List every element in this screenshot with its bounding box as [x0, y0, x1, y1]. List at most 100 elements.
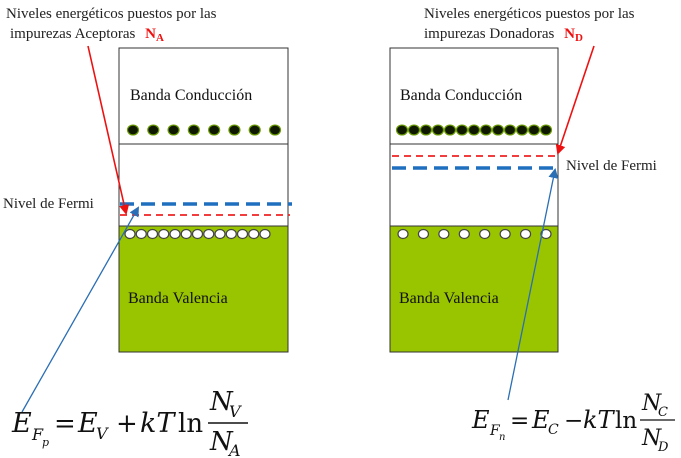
electron	[443, 124, 457, 136]
acceptor-annotation-text: impurezas Aceptoras	[10, 26, 136, 42]
eq-numerator: N	[209, 387, 234, 417]
hole	[499, 228, 511, 240]
electron	[491, 124, 505, 136]
eq-E: E	[531, 406, 550, 434]
hole	[225, 228, 237, 240]
electron	[479, 124, 493, 136]
donor-symbol-sub: D	[575, 32, 583, 44]
electron	[268, 124, 282, 136]
electron	[419, 124, 433, 136]
electron	[515, 124, 529, 136]
eq-lhs-E: E	[471, 406, 490, 434]
donor-annotation-line2: impurezas Donadoras ND	[424, 26, 583, 44]
n-type-panel: Niveles energéticos puestos por las impu…	[389, 6, 675, 455]
valence-holes	[397, 228, 552, 240]
hole	[458, 228, 470, 240]
electron	[126, 124, 140, 136]
electron	[208, 124, 221, 136]
electron	[431, 124, 445, 136]
hole	[191, 228, 204, 240]
eq-lhs-subsub: n	[499, 432, 505, 443]
band-gap-box	[118, 143, 289, 227]
electron	[248, 124, 261, 136]
eq-E: E	[77, 408, 98, 439]
eq-numerator-sub: V	[229, 402, 242, 421]
eq-numerator-sub: C	[658, 405, 668, 420]
eq-numerator: N	[641, 391, 662, 416]
fermi-pointer-arrow	[21, 206, 139, 413]
hole	[169, 228, 181, 240]
acceptor-annotation-line1: Niveles energéticos puestos por las	[6, 6, 217, 22]
electron	[167, 124, 180, 136]
valence-band-label: Banda Valencia	[399, 290, 499, 307]
electron	[539, 124, 553, 136]
electron	[467, 124, 481, 136]
donor-symbol: N	[564, 26, 575, 42]
eq-denominator: N	[209, 427, 234, 457]
acceptor-symbol: N	[145, 26, 156, 42]
hole	[203, 228, 215, 240]
donor-pointer-arrow	[555, 45, 595, 155]
band-gap-box	[389, 143, 559, 227]
fermi-level-label: Nivel de Fermi	[3, 196, 94, 212]
eq-kT: kT	[583, 406, 616, 434]
conduction-electrons	[395, 124, 553, 136]
electron	[455, 124, 469, 136]
eq-E-sub: V	[96, 424, 109, 443]
hole	[519, 228, 532, 240]
fermi-pointer-arrow	[507, 168, 559, 401]
eq-ln: ln	[178, 409, 203, 439]
electron	[147, 124, 160, 136]
conduction-band-label: Banda Conducción	[400, 87, 522, 104]
eq-equals: =	[510, 408, 529, 434]
eq-denominator-sub: D	[657, 440, 669, 455]
hole	[540, 228, 552, 240]
fermi-equation-p: E F p = E V + kT ln N V N A	[11, 387, 248, 458]
eq-denominator-sub: A	[227, 441, 241, 458]
eq-equals: =	[54, 409, 76, 439]
eq-ln: ln	[615, 408, 637, 434]
hole	[124, 228, 136, 240]
electron	[187, 124, 200, 136]
eq-lhs-sub: F	[489, 423, 501, 439]
eq-denominator: N	[641, 426, 662, 451]
hole	[417, 228, 430, 240]
acceptor-pointer-arrow	[87, 45, 130, 215]
fermi-equation-n: E F n = E C − kT ln N C N D	[471, 391, 675, 455]
fermi-level-label: Nivel de Fermi	[566, 158, 657, 174]
eq-lhs-subsub: p	[42, 436, 49, 449]
conduction-band-label: Banda Conducción	[130, 87, 252, 104]
hole	[135, 228, 147, 240]
electron	[527, 124, 541, 136]
hole	[438, 228, 450, 240]
hole	[146, 228, 159, 240]
p-type-panel: Niveles energéticos puestos por las impu…	[3, 6, 292, 458]
hole	[397, 228, 409, 240]
eq-lhs-sub: F	[31, 425, 44, 444]
eq-E-sub: C	[548, 422, 559, 438]
hole	[259, 228, 271, 240]
hole	[248, 228, 260, 240]
electron	[503, 124, 517, 136]
valence-band-box	[389, 225, 559, 353]
hole	[236, 228, 249, 240]
donor-annotation-text: impurezas Donadoras	[424, 26, 555, 42]
hole	[214, 228, 226, 240]
conduction-electrons	[126, 124, 282, 136]
valence-band-box	[118, 225, 289, 353]
donor-annotation-line1: Niveles energéticos puestos por las	[424, 6, 635, 22]
acceptor-symbol-sub: A	[156, 32, 164, 44]
eq-lhs-E: E	[11, 408, 32, 439]
electron	[395, 124, 409, 136]
valence-band-label: Banda Valencia	[128, 290, 228, 307]
valence-holes	[124, 228, 271, 240]
eq-minus: −	[564, 408, 583, 434]
hole	[479, 228, 491, 240]
hole	[180, 228, 192, 240]
electron	[407, 124, 421, 136]
eq-plus: +	[116, 409, 138, 439]
acceptor-annotation-line2: impurezas Aceptoras NA	[10, 26, 164, 44]
eq-kT: kT	[140, 408, 176, 439]
hole	[158, 228, 170, 240]
